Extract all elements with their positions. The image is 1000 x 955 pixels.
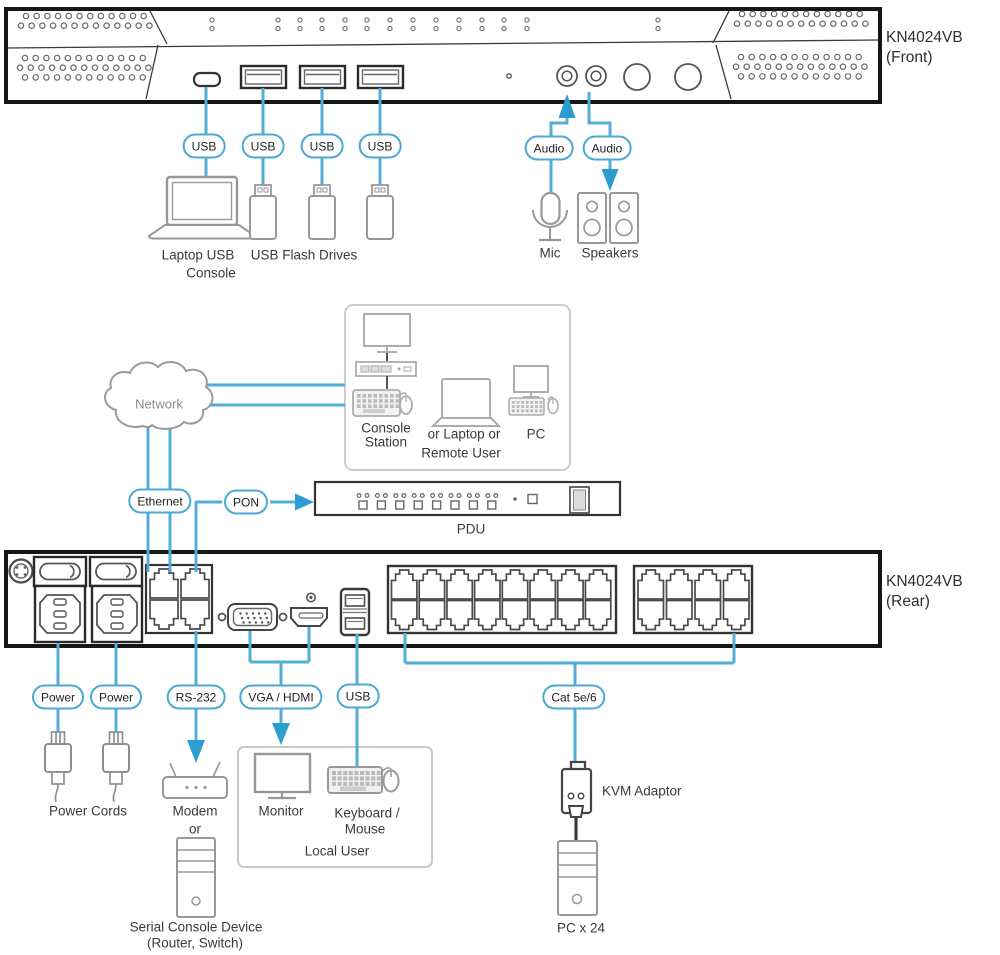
pc-tower-icon — [557, 840, 598, 916]
vent-holes — [16, 10, 869, 81]
power-socket-icon — [90, 584, 144, 644]
rear-panel — [4, 550, 882, 648]
usb-port-icon — [339, 587, 371, 637]
label-cat5: Cat 5e/6 — [542, 684, 606, 710]
laptop-console-icon — [147, 175, 257, 240]
arrow-down-icon — [187, 740, 205, 763]
connection-lines — [56, 87, 736, 767]
power-plug-icon — [44, 731, 72, 803]
label-power1: Power — [31, 684, 85, 710]
modem-icon — [162, 761, 228, 799]
arrow-down-icon — [601, 169, 619, 191]
power-switch-icon — [32, 555, 88, 588]
arrow-up-icon — [558, 94, 576, 118]
local-user-caption: Local User — [304, 843, 370, 859]
power-socket-icon — [33, 584, 87, 644]
usb-flash-drive-icon — [366, 184, 394, 240]
power-cords-caption: Power Cords — [48, 803, 128, 819]
keyboard-caption-2: Mouse — [344, 821, 386, 837]
laptop-console-caption-1: Laptop USB — [161, 247, 235, 263]
rear-view-text: (Rear) — [886, 593, 930, 610]
or-laptop-or-caption: or Laptop or — [427, 426, 501, 442]
audio-jack-icon — [585, 65, 607, 87]
network-cloud-icon — [104, 361, 214, 430]
label-power2: Power — [89, 684, 143, 710]
front-panel — [4, 7, 882, 104]
front-button-icon — [674, 63, 702, 91]
remote-user-caption: Remote User — [421, 445, 501, 461]
console-station-caption-1: Console — [361, 420, 411, 436]
mic-icon — [532, 191, 568, 242]
usb-flash-drive-icon — [249, 184, 277, 240]
kvm-adaptor-icon — [560, 760, 593, 841]
rear-model-text: KN4024VB — [886, 573, 963, 590]
audio-jack-icon — [556, 65, 578, 87]
or-caption: or — [188, 821, 202, 837]
ground-screw-icon — [8, 558, 34, 584]
monitor-caption: Monitor — [258, 803, 304, 819]
front-panel-label: KN4024VB (Front) — [886, 28, 963, 68]
label-rs232: RS-232 — [166, 684, 226, 710]
laptop-console-caption-2: Console — [186, 265, 236, 281]
mini-usb-port-icon — [192, 71, 222, 88]
speakers-icon — [577, 192, 639, 244]
speakers-caption: Speakers — [581, 245, 639, 261]
front-button-icon — [623, 63, 651, 91]
pc-x24-caption: PC x 24 — [556, 920, 606, 936]
label-usb-flash1: USB — [241, 133, 285, 159]
serial-device-caption-2: (Router, Switch) — [146, 935, 244, 951]
hdmi-port-icon — [290, 592, 328, 627]
label-usb-laptop: USB — [182, 133, 226, 159]
label-usb-flash3: USB — [358, 133, 402, 159]
label-usb-flash2: USB — [300, 133, 344, 159]
label-audio-mic: Audio — [524, 135, 574, 161]
reset-hole-icon — [506, 73, 512, 79]
vga-port-icon — [217, 603, 288, 631]
mic-caption: Mic — [539, 245, 561, 261]
front-model-text: KN4024VB — [886, 29, 963, 46]
power-plug-icon — [102, 731, 130, 803]
power-switch-icon — [88, 555, 144, 588]
modem-caption: Modem — [172, 803, 218, 819]
console-station-caption-2: Station — [364, 434, 408, 450]
kvm-adaptor-caption: KVM Adaptor — [602, 783, 682, 799]
label-pon: PON — [223, 489, 269, 515]
led-indicators — [209, 17, 661, 32]
label-usb-local: USB — [336, 683, 380, 709]
pc-caption: PC — [526, 426, 546, 442]
arrow-right-icon — [295, 493, 314, 511]
usb-a-port-icon — [356, 64, 405, 90]
usb-a-port-icon — [239, 64, 288, 90]
remote-user-box — [344, 304, 571, 471]
usb-a-port-icon — [298, 64, 347, 90]
keyboard-caption-1: Keyboard / — [334, 805, 400, 821]
pdu-caption: PDU — [456, 521, 486, 537]
rj45-ports — [149, 568, 750, 631]
usb-flash-caption: USB Flash Drives — [250, 247, 358, 263]
pdu-icon — [313, 480, 622, 517]
serial-device-caption-1: Serial Console Device — [129, 919, 263, 935]
label-audio-speakers: Audio — [582, 135, 632, 161]
mouse-icon — [381, 767, 400, 793]
laptop-icon — [430, 378, 502, 427]
monitor-icon — [253, 752, 312, 800]
rear-panel-label: KN4024VB (Rear) — [886, 572, 963, 612]
arrows — [187, 94, 619, 763]
network-caption: Network — [135, 396, 183, 412]
serial-device-tower-icon — [176, 837, 216, 918]
label-ethernet: Ethernet — [128, 488, 192, 514]
front-view-text: (Front) — [886, 49, 933, 66]
usb-flash-drive-icon — [308, 184, 336, 240]
arrow-down-icon — [272, 723, 290, 745]
label-vga-hdmi: VGA / HDMI — [239, 684, 323, 710]
